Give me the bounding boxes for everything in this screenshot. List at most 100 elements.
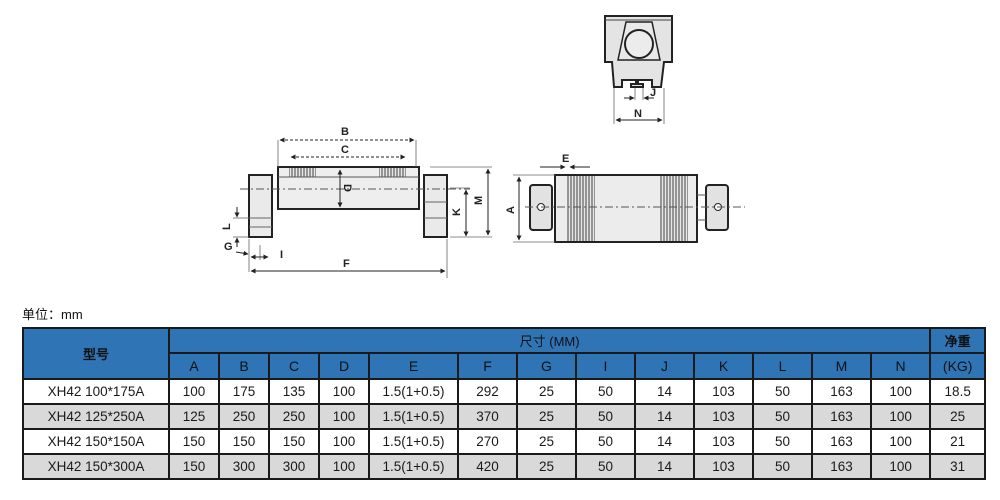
cell-e: 1.5(1+0.5) [368,428,459,455]
cell-n: 100 [869,453,932,480]
dim-label-k: K [451,208,463,216]
cell-i: 50 [575,428,636,455]
header-row-group: 型号 尺寸 (MM) 净重 [22,327,987,380]
cell-b: 150 [218,428,270,455]
cell-l: 50 [752,378,813,405]
cell-b: 250 [218,403,270,430]
dim-label-m: M [473,196,485,205]
dim-label-n: N [634,108,642,120]
weight-cell: 21 [929,428,987,455]
cell-b: 300 [218,453,270,480]
column-header-b: B [218,352,270,380]
dim-label-e: E [562,153,569,165]
cell-j: 14 [634,403,695,430]
unit-label: 单位：mm [22,307,83,322]
column-header-g: G [516,352,577,380]
technical-drawing: B C D K M L G I F [221,15,745,278]
cell-g: 25 [516,453,577,480]
dim-label-j: J [650,87,656,99]
weight-cell: 31 [929,453,987,480]
cell-a: 125 [168,403,220,430]
cell-a: 150 [168,428,220,455]
cell-j: 14 [634,428,695,455]
cell-a: 150 [168,453,220,480]
cell-g: 25 [516,378,577,405]
cell-j: 14 [634,378,695,405]
dim-label-l: L [221,223,233,230]
cell-d: 100 [318,453,370,480]
dim-label-f: F [343,258,350,270]
cell-i: 50 [575,403,636,430]
column-header-n: N [869,352,932,380]
model-cell: XH42 150*300A [22,453,170,480]
column-header-d: D [318,352,370,380]
cell-j: 14 [634,453,695,480]
cell-n: 100 [869,403,932,430]
cell-e: 1.5(1+0.5) [368,453,459,480]
left-end-block [248,174,273,238]
cell-g: 25 [516,428,577,455]
column-header-l: L [752,352,813,380]
cell-i: 50 [575,453,636,480]
cell-m: 163 [811,378,872,405]
cell-d: 100 [318,378,370,405]
cell-l: 50 [752,453,813,480]
weight-cell: 25 [929,403,987,430]
cell-e: 1.5(1+0.5) [368,378,459,405]
column-header-j: J [634,352,695,380]
cell-g: 25 [516,403,577,430]
column-header-f: F [457,352,518,380]
model-cell: XH42 125*250A [22,403,170,430]
cell-d: 100 [318,403,370,430]
cell-k: 103 [693,428,754,455]
dim-label-d: D [341,184,353,192]
cell-d: 100 [318,428,370,455]
column-header-a: A [168,352,220,380]
cell-m: 163 [811,453,872,480]
right-end-block [423,174,448,238]
dim-label-a: A [505,206,517,214]
cell-m: 163 [811,428,872,455]
dim-label-b: B [341,126,349,138]
dim-label-i: I [280,249,283,261]
cell-i: 50 [575,378,636,405]
column-header-k: K [693,352,754,380]
model-header: 型号 [22,327,170,380]
cell-m: 163 [811,403,872,430]
cell-f: 420 [457,453,518,480]
cell-c: 300 [268,453,320,480]
cell-n: 100 [869,428,932,455]
model-cell: XH42 100*175A [22,378,170,405]
top-view: E A [505,153,745,243]
end-view: J N [604,15,673,124]
cell-b: 175 [218,378,270,405]
cell-c: 135 [268,378,320,405]
column-header-m: M [811,352,872,380]
weight-cell: 18.5 [929,378,987,405]
cell-c: 250 [268,403,320,430]
column-header-e: E [368,352,459,380]
cell-f: 370 [457,403,518,430]
column-header-i: I [575,352,636,380]
side-view: B C D K M L G I F [221,126,492,278]
cell-c: 150 [268,428,320,455]
cell-k: 103 [693,403,754,430]
weight-header: 净重 [929,327,987,354]
cell-f: 292 [457,378,518,405]
dimensions-header: 尺寸 (MM) [167,327,932,354]
cell-e: 1.5(1+0.5) [368,403,459,430]
column-header-c: C [268,352,320,380]
weight-unit-header: (KG) [929,352,987,380]
cell-l: 50 [752,403,813,430]
roller-circle [624,29,654,59]
cell-l: 50 [752,428,813,455]
cell-k: 103 [693,378,754,405]
cell-n: 100 [869,378,932,405]
